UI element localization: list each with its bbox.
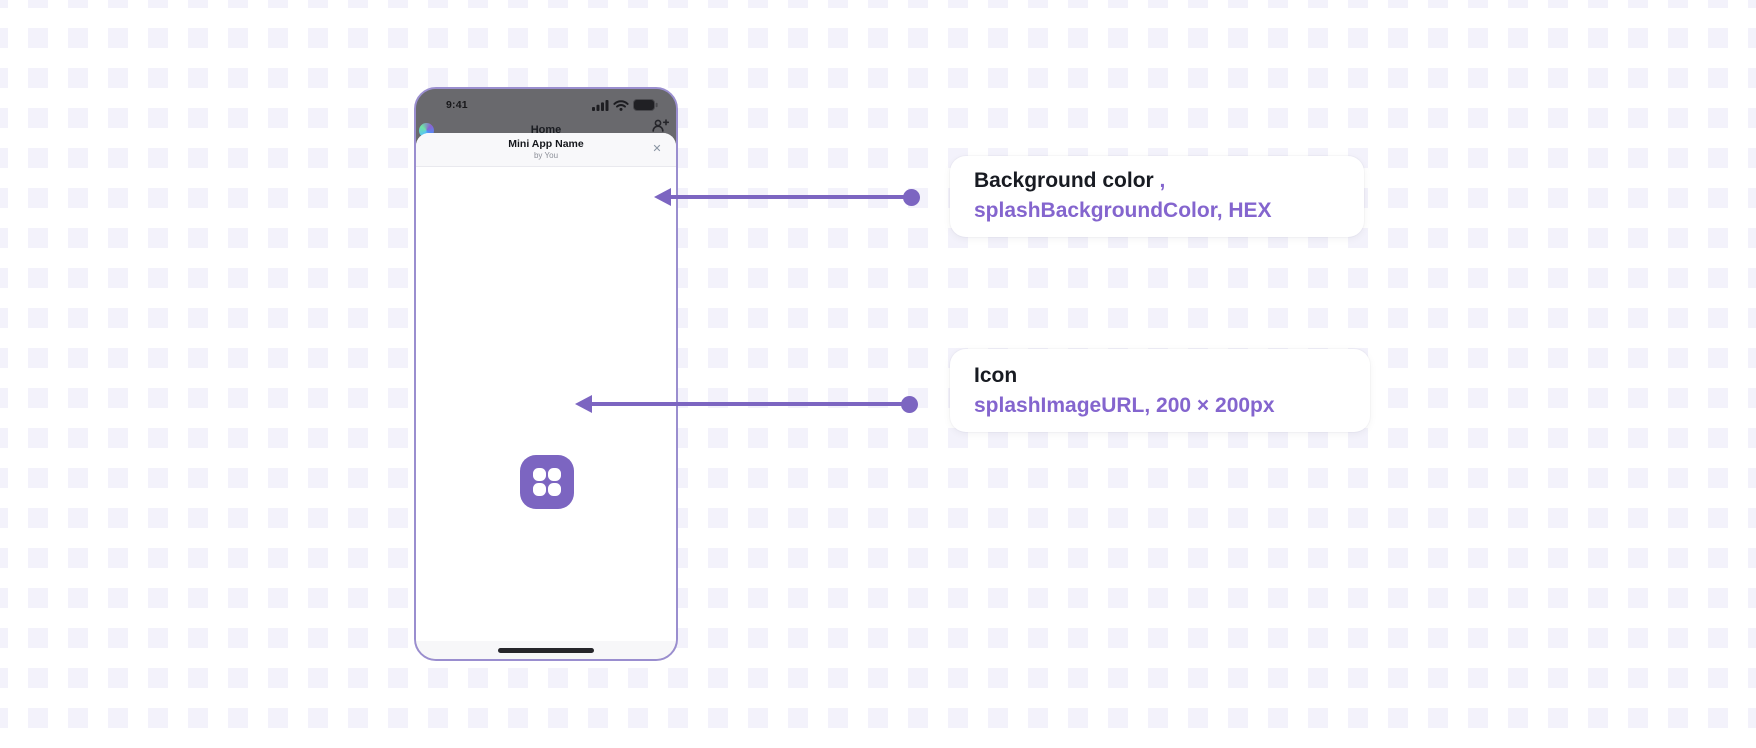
close-icon[interactable]: ✕ <box>649 141 665 157</box>
status-bar: 9:41 <box>416 98 676 112</box>
callout-title: Background color <box>974 169 1154 192</box>
modal-header: Mini App Name by You ✕ <box>416 133 676 167</box>
connector-line-background <box>668 195 911 199</box>
phone-mockup: 9:41 <box>414 87 678 661</box>
phone-footer <box>416 641 676 659</box>
callout-title-line: Background color , <box>974 166 1340 196</box>
grid-dot <box>548 483 562 497</box>
grid-dot <box>532 483 546 497</box>
connector-dot <box>903 189 920 206</box>
grid-dot <box>548 467 562 481</box>
callout-background-color: Background color , splashBackgroundColor… <box>950 156 1364 237</box>
connector-dot <box>901 396 918 413</box>
miniapp-modal-sheet: Mini App Name by You ✕ <box>416 133 676 659</box>
battery-icon <box>633 99 658 111</box>
callout-title-suffix: , <box>1153 169 1166 192</box>
callout-code: splashBackgroundColor, HEX <box>974 198 1272 222</box>
status-icons <box>592 99 658 111</box>
miniapp-author: by You <box>533 151 559 160</box>
callout-title: Icon <box>974 364 1018 387</box>
status-time: 9:41 <box>446 99 468 111</box>
callout-icon: Icon splashImageURL, 200 × 200px <box>950 349 1370 432</box>
arrowhead-icon <box>654 188 671 206</box>
miniapp-name: Mini App Name <box>508 138 584 150</box>
apps-grid-icon <box>520 455 574 509</box>
wifi-icon <box>613 99 629 111</box>
arrowhead-icon <box>575 395 592 413</box>
home-indicator <box>498 648 594 653</box>
callout-title-line: Icon <box>974 361 1346 391</box>
add-person-icon <box>652 119 669 132</box>
connector-line-icon <box>589 402 910 406</box>
grid-dot <box>532 467 546 481</box>
callout-code: splashImageURL, 200 × 200px <box>974 393 1275 417</box>
cellular-signal-icon <box>592 99 609 111</box>
